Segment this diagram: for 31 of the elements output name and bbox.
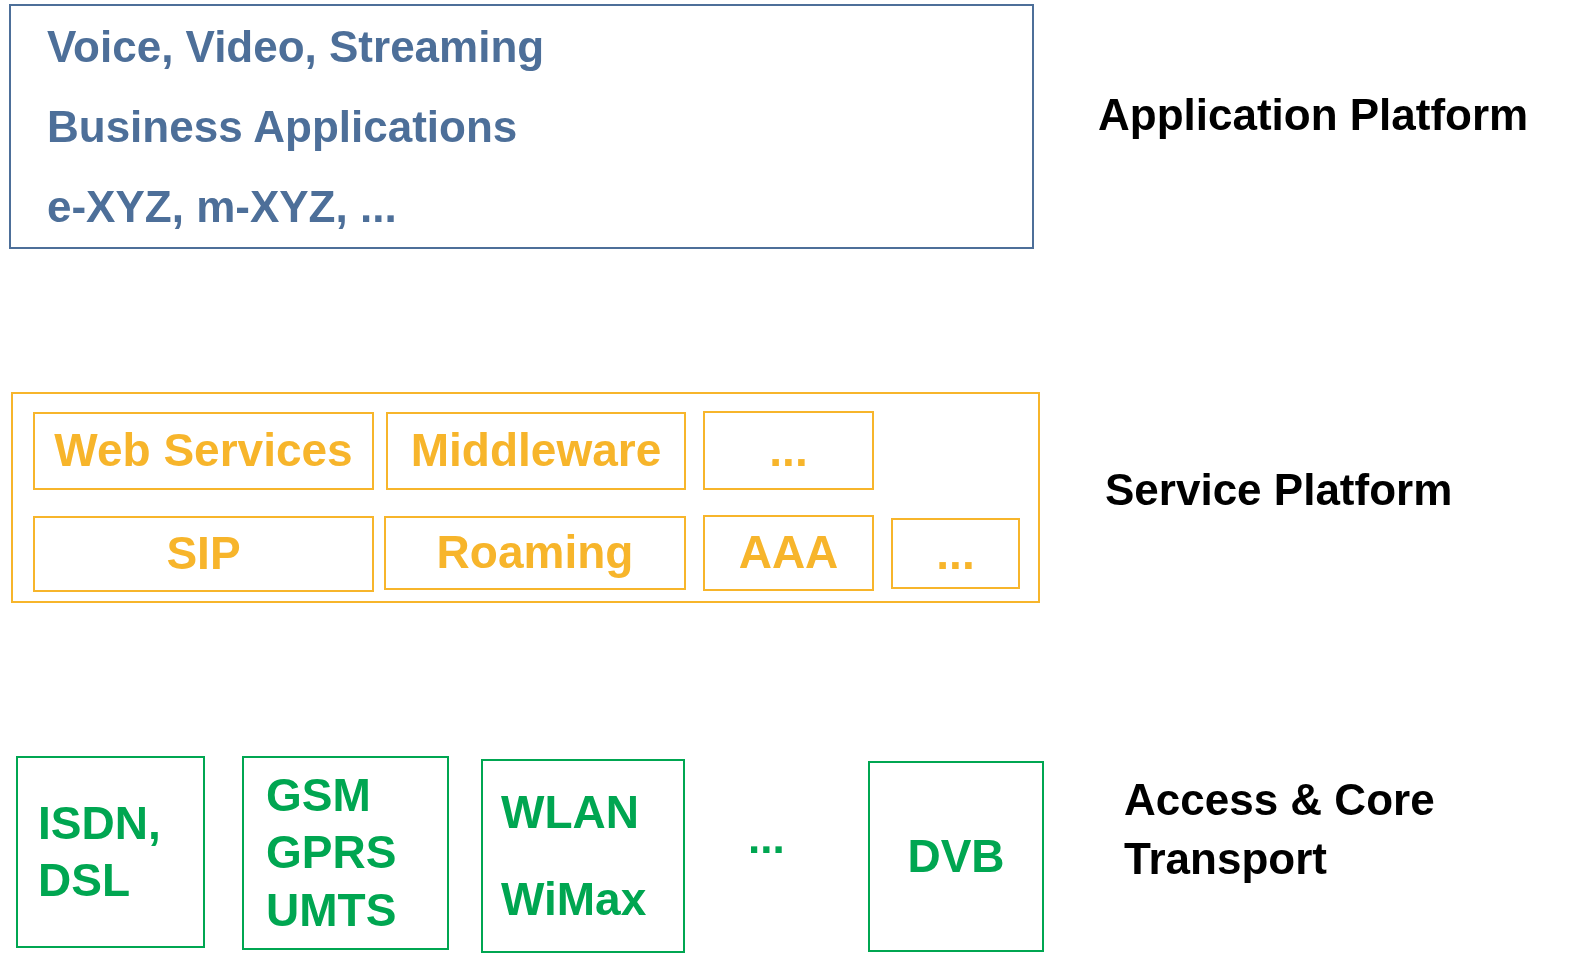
node-text: WLAN WiMax	[501, 784, 648, 927]
component-box	[386, 412, 686, 490]
layer-label: Access & Core Transport	[1124, 774, 1436, 886]
component-box	[33, 516, 374, 592]
component-box	[384, 516, 686, 590]
node-text: DVB	[907, 828, 1005, 884]
component-box	[33, 412, 374, 490]
network-box	[481, 759, 685, 953]
node-text: ...	[769, 422, 808, 478]
node-text: ...	[936, 525, 975, 581]
network-box	[242, 756, 449, 950]
component-box	[891, 518, 1020, 589]
node-text: ISDN, DSL	[38, 795, 162, 908]
node-text: Web Services	[54, 423, 353, 479]
platform-box	[9, 4, 1034, 249]
node-text: AAA	[738, 525, 839, 581]
node-text: SIP	[166, 526, 241, 582]
component-box	[703, 515, 874, 591]
node-text: Middleware	[410, 423, 662, 479]
layer-label: Application Platform	[1098, 89, 1529, 141]
network-box	[16, 756, 205, 948]
platform-box	[11, 392, 1040, 603]
node-text: GSM GPRS UMTS	[266, 767, 398, 938]
node-text: Business Applications	[47, 101, 518, 153]
node-text: Voice, Video, Streaming	[47, 20, 545, 73]
network-box	[868, 761, 1044, 952]
layer-label: Service Platform	[1105, 464, 1453, 516]
node-text: Roaming	[436, 525, 634, 581]
component-box	[703, 411, 874, 490]
node-text: e-XYZ, m-XYZ, ...	[47, 181, 397, 234]
ellipsis-text: ...	[748, 812, 785, 864]
